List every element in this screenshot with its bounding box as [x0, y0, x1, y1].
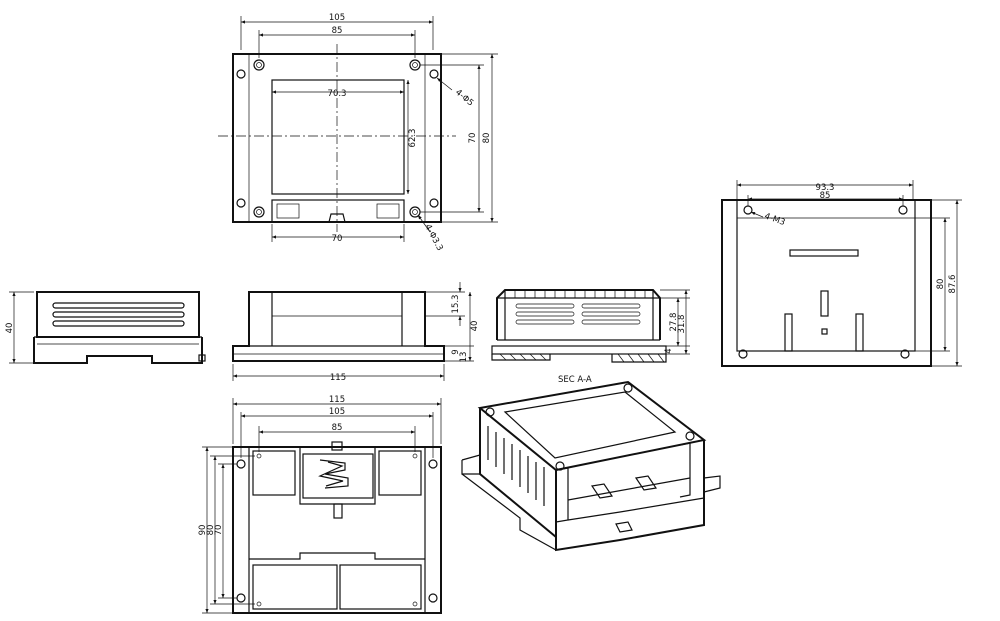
inside-view: 93.3 85 4-M3 80 87.6 [721, 180, 962, 367]
hole-icon [738, 349, 748, 359]
dim-93-3: 93.3 [816, 183, 835, 193]
hole-icon [256, 601, 262, 607]
hole-icon [412, 453, 418, 459]
dim-40-side: 40 [470, 321, 480, 332]
bottom-view: 115 105 85 90 80 70 [198, 395, 442, 614]
dim-85-inside: 85 [820, 191, 831, 201]
hole-icon [900, 349, 910, 359]
dim-105-bottom: 105 [329, 407, 345, 417]
hole-icon [685, 431, 695, 441]
section-label: SEC A-A [558, 375, 592, 385]
dim-85: 85 [332, 26, 343, 36]
hole-label-5: 4-Φ5 [453, 88, 475, 109]
dim-90: 90 [198, 525, 208, 536]
hole-icon [409, 59, 421, 71]
dim-70-3: 70.3 [328, 89, 347, 99]
dim-70-bottom: 70 [214, 525, 224, 536]
dim-70-rail: 70 [332, 234, 343, 244]
isometric-view [461, 380, 721, 552]
hole-icon [256, 453, 262, 459]
dim-85-bottom: 85 [332, 423, 343, 433]
hole-icon [236, 459, 246, 469]
dim-105: 105 [329, 13, 345, 23]
hole-icon [485, 407, 495, 417]
dim-27-8: 27.8 [669, 313, 679, 332]
hole-icon [236, 69, 246, 79]
hole-label-3-3: 4-Φ3.3 [422, 223, 444, 253]
dim-70-vertical: 70 [468, 133, 478, 144]
hole-icon [236, 593, 246, 603]
hole-icon [428, 459, 438, 469]
dim-13: 13 [459, 352, 469, 363]
dim-62-3: 62.3 [408, 129, 418, 148]
hole-label-m3: 4-M3 [763, 211, 786, 228]
top-view: 105 85 70.3 62.3 70 80 70 4-Φ5 4-Φ3.3 [218, 13, 498, 253]
dim-80-vertical: 80 [482, 133, 492, 144]
side-view: 15.3 40 9 13 115 [232, 282, 480, 383]
dim-31-8: 31.8 [677, 315, 687, 334]
dim-15-3: 15.3 [451, 295, 461, 314]
dim-40-front: 40 [5, 323, 15, 334]
dim-4: 4 [664, 348, 674, 353]
hole-icon [429, 69, 439, 79]
dim-87-6: 87.6 [948, 275, 958, 294]
hole-icon [412, 601, 418, 607]
dim-115-side: 115 [330, 373, 346, 383]
hole-icon [429, 198, 439, 208]
section-view: 27.8 31.8 4 SEC A-A [491, 289, 690, 385]
dim-80-bottom: 80 [206, 525, 216, 536]
hole-icon [555, 461, 565, 471]
hole-icon [253, 59, 265, 71]
dim-80-inside: 80 [936, 279, 946, 290]
hole-icon [743, 205, 753, 215]
front-view: 40 [5, 291, 206, 364]
dim-9: 9 [451, 349, 461, 354]
dim-115-bottom: 115 [329, 395, 345, 405]
hole-icon [253, 206, 265, 218]
hole-icon [898, 205, 908, 215]
hole-icon [428, 593, 438, 603]
hole-icon [623, 383, 633, 393]
hole-icon [236, 198, 246, 208]
